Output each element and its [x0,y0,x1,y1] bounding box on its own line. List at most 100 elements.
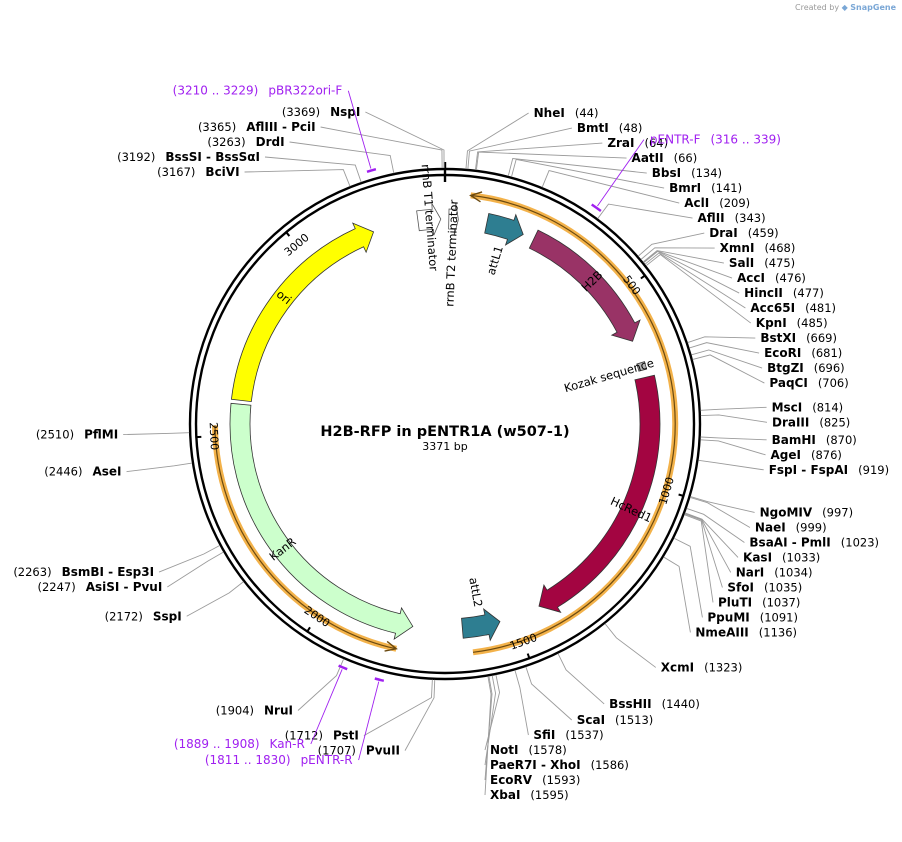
site-leader-line [557,653,605,705]
site-leader-line [690,497,751,528]
feature-attl1 [484,213,524,246]
site-bsaai-pmli: BsaAI - PmlI(1023) [749,535,879,549]
site-asisi-pvui: (2247)AsiSI - PvuI [37,580,162,594]
feature-kanr [229,402,414,640]
plasmid-length: 3371 bp [422,440,467,453]
site-hincii: HincII(477) [744,286,824,300]
site-msci: MscI(814) [772,400,844,414]
site-leader-line [684,512,732,573]
site-psti: (1712)PstI [285,729,359,743]
primer-mark-pbr322ori-f [366,167,377,173]
site-leader-line [475,151,627,170]
site-naei: NaeI(999) [755,520,827,534]
tick-mark [678,493,685,498]
site-leader-line [365,111,445,169]
site-kasi: KasI(1033) [743,550,820,564]
site-leader-line [684,513,723,588]
site-leader-line [123,432,190,436]
primer-label-pbr322ori-f: (3210 .. 3229)pBR322ori-F [173,84,343,98]
orange-arc-core [214,425,397,650]
site-aatii: AatII(66) [632,151,698,165]
site-leader-line [297,658,345,711]
credit-brand: SnapGene [850,3,896,12]
site-leader-line [643,250,733,279]
primer-leader-pentr-r [358,681,380,761]
primer-mark-pentr-r [374,677,385,683]
feature-label-attl1: attL1 [484,244,506,277]
primer-mark-pentr-f [591,203,602,213]
tick-label: 3000 [282,231,312,259]
site-acci: AccI(476) [737,271,806,285]
site-sali: SalI(475) [729,256,795,270]
site-ngomiv: NgoMIV(997) [760,505,854,519]
site-bsmbi-esp3i: (2263)BsmBI - Esp3I [13,565,154,579]
site-leader-line [541,169,680,204]
primer-label-kan-r: (1889 .. 1908)Kan-R [174,737,305,751]
feature-attl2 [461,608,501,642]
site-labels: NheI(44)BmtI(48)ZraI(64)AatII(66)BbsI(13… [13,105,889,802]
plasmid-backbone [188,162,702,681]
site-leader-line [700,436,767,441]
site-bmti: BmtI(48) [577,121,642,135]
plasmid-title: H2B-RFP in pENTR1A (w507-1) [320,424,569,440]
site-sfii: SfiI(1537) [533,728,603,742]
site-leader-line [684,514,714,603]
tick-mark [284,230,291,237]
primer-leader-pbr322ori-f [347,90,372,169]
feature-label-attl2: attL2 [466,576,485,608]
site-leader-line [700,414,768,423]
site-nmeaiii: NmeAIII(1136) [695,625,797,639]
feature-ori [230,222,375,403]
site-ecori: EcoRI(681) [764,346,842,360]
site-leader-line [320,126,443,169]
site-nari: NarI(1034) [736,565,813,579]
tick-mark [526,653,531,660]
site-bsshii: BssHII(1440) [609,697,700,711]
site-paqci: PaqCI(706) [769,376,848,390]
site-bcivi: (3167)BciVI [157,165,239,179]
site-leader-line [687,336,756,343]
site-pvuii: (1707)PvuII [318,744,400,758]
site-pflmi: (2510)PflMI [36,428,118,442]
feature-kozak-sequence [636,361,648,372]
site-noti: NotI(1578) [490,743,567,757]
site-leader-line [484,676,492,796]
feature-hcred1 [538,374,661,613]
site-afliii-pcii: (3365)AflIII - PciI [198,120,316,134]
site-leader-line [637,232,705,257]
site-leader-line [643,250,740,294]
site-leader-line [186,581,244,617]
site-leader-line [698,459,764,471]
site-bstxi: BstXI(669) [760,331,837,345]
site-drai: DraI(459) [709,226,778,240]
tick-mark [305,626,311,633]
feature-rrnb-t1-terminator [416,203,442,236]
site-bsssi-bsss-i: (3192)BssSI - BssSαI [117,150,260,164]
site-leader-line [684,512,739,558]
site-leader-line [167,551,224,588]
orange-arc-head [384,640,398,652]
site-bbsi: BbsI(134) [652,166,722,180]
primer-leader-kan-r [310,669,343,745]
site-leader-line [673,537,703,618]
feature-h2b [528,229,641,342]
site-leader-line [689,342,760,354]
site-pluti: PluTI(1037) [718,595,800,609]
snapgene-credit: Created by ◆ SnapGene [795,3,896,12]
site-xcmi: XcmI(1323) [661,660,743,674]
credit-prefix: Created by [795,3,840,12]
site-xbai: XbaI(1595) [490,788,569,802]
site-nrui: (1904)NruI [216,703,293,717]
site-leader-line [525,666,573,721]
site-leader-line [475,142,603,170]
tick-label: 2500 [207,422,221,451]
site-asei: (2446)AseI [44,465,121,479]
site-nspi: (3369)NspI [282,105,361,119]
site-agei: AgeI(876) [771,448,842,462]
site-leader-line [158,545,220,573]
feature-rrnb-t2-terminator [448,203,459,236]
orange-arcs [212,191,679,656]
orange-arc-head [469,191,483,203]
site-leader-line [645,253,752,324]
